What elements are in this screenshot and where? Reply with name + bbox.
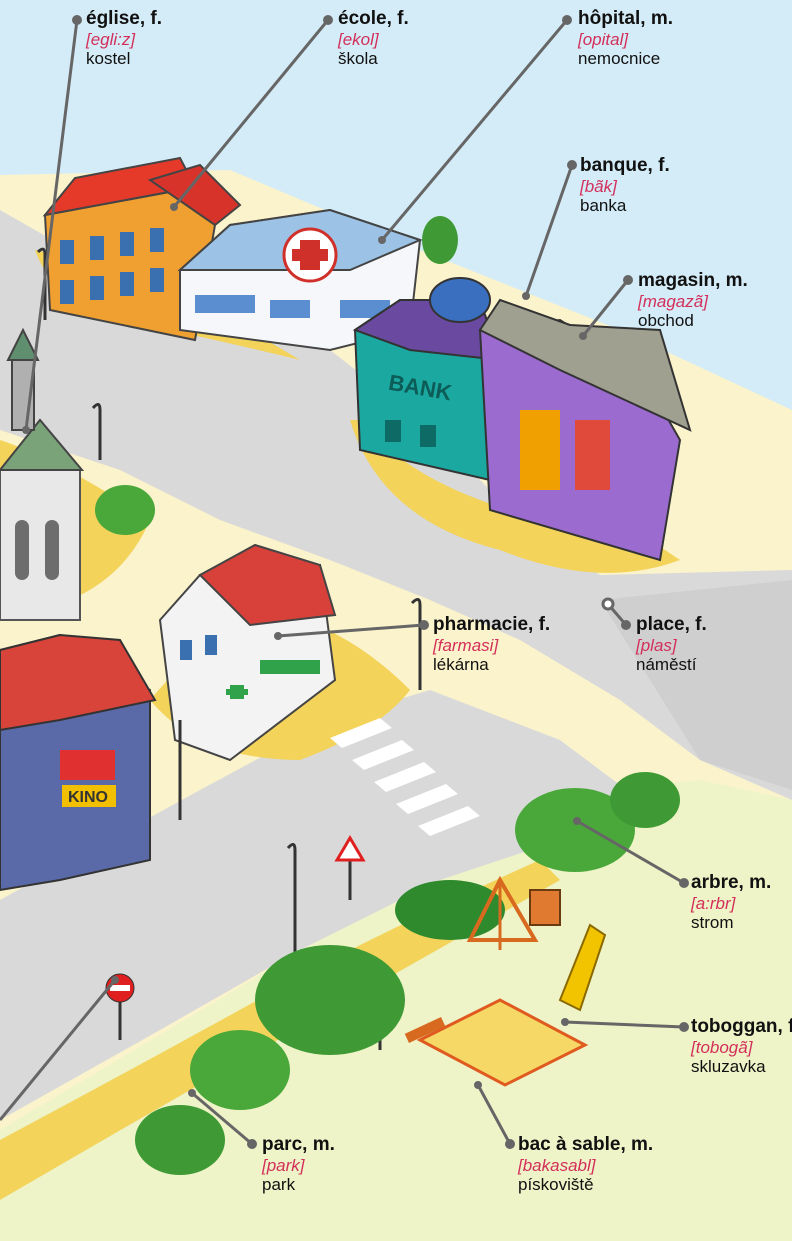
trees bbox=[95, 216, 680, 1175]
label-banque: banque, f. [bãk] banka bbox=[580, 155, 670, 216]
label-eglise: église, f. [egli:z] kostel bbox=[86, 8, 162, 69]
label-translation: nemocnice bbox=[578, 49, 661, 69]
label-translation: banka bbox=[580, 196, 627, 216]
shop-building bbox=[478, 298, 692, 562]
leader-dots bbox=[22, 15, 689, 1149]
bank-building: BANK bbox=[352, 277, 502, 482]
label-word: pharmacie, f. bbox=[433, 614, 551, 635]
label-translation: škola bbox=[338, 49, 378, 69]
label-word: école, f. bbox=[338, 8, 409, 29]
crosswalk bbox=[330, 718, 480, 836]
label-magasin: magasin, m. [magazã] obchod bbox=[638, 270, 748, 331]
label-translation: strom bbox=[691, 913, 734, 933]
label-pronunciation: [farmasi] bbox=[433, 635, 499, 655]
label-word: toboggan, f. bbox=[691, 1016, 792, 1037]
school-building bbox=[42, 156, 242, 342]
label-bac-a-sable: bac à sable, m. [bakasabl] pískoviště bbox=[518, 1134, 653, 1195]
label-hopital: hôpital, m. [opital] nemocnice bbox=[578, 8, 673, 69]
label-word: bac à sable, m. bbox=[518, 1134, 654, 1155]
label-word: banque, f. bbox=[580, 155, 670, 176]
label-pronunciation: [park] bbox=[262, 1155, 305, 1175]
label-word: église, f. bbox=[86, 8, 163, 29]
label-pronunciation: [bãk] bbox=[580, 176, 617, 196]
label-arbre: arbre, m. [a:rbr] strom bbox=[691, 872, 771, 933]
cinema-sign: KINO bbox=[68, 789, 108, 806]
place-road bbox=[600, 580, 792, 790]
sky-area bbox=[0, 0, 792, 410]
label-pronunciation: [opital] bbox=[578, 29, 629, 49]
label-pharmacie: pharmacie, f. [farmasi] lékárna bbox=[433, 614, 550, 675]
label-pronunciation: [bakasabl] bbox=[518, 1155, 596, 1175]
label-place: place, f. [plas] náměstí bbox=[636, 614, 707, 675]
label-ecole: école, f. [ekol] škola bbox=[338, 8, 409, 69]
playground bbox=[404, 875, 607, 1087]
label-translation: skluzavka bbox=[691, 1057, 766, 1077]
label-pronunciation: [a:rbr] bbox=[691, 893, 736, 913]
label-translation: obchod bbox=[638, 311, 694, 331]
pharmacy-building bbox=[158, 543, 337, 762]
hospital-building bbox=[177, 208, 423, 352]
label-toboggan: toboggan, f. [tobogã] skluzavka bbox=[691, 1016, 792, 1077]
label-pronunciation: [magazã] bbox=[638, 291, 708, 311]
label-word: magasin, m. bbox=[638, 270, 748, 291]
church-building bbox=[0, 327, 85, 621]
leader-rings bbox=[601, 597, 615, 611]
label-translation: lékárna bbox=[433, 655, 489, 675]
label-pronunciation: [tobogã] bbox=[691, 1037, 753, 1057]
cinema-building: KINO bbox=[0, 633, 157, 892]
label-word: parc, m. bbox=[262, 1134, 335, 1155]
label-pronunciation: [ekol] bbox=[338, 29, 379, 49]
label-translation: kostel bbox=[86, 49, 131, 69]
label-pronunciation: [plas] bbox=[636, 635, 677, 655]
label-word: place, f. bbox=[636, 614, 707, 635]
label-word: hôpital, m. bbox=[578, 8, 673, 29]
label-translation: náměstí bbox=[636, 655, 697, 675]
leader-lines bbox=[0, 19, 685, 1146]
lower-road bbox=[0, 690, 640, 1120]
upper-road bbox=[0, 210, 792, 800]
label-parc: parc, m. [park] park bbox=[262, 1134, 335, 1195]
label-translation: park bbox=[262, 1175, 296, 1195]
label-pronunciation: [egli:z] bbox=[86, 29, 136, 49]
label-translation: pískoviště bbox=[518, 1175, 594, 1195]
label-word: arbre, m. bbox=[691, 872, 772, 893]
